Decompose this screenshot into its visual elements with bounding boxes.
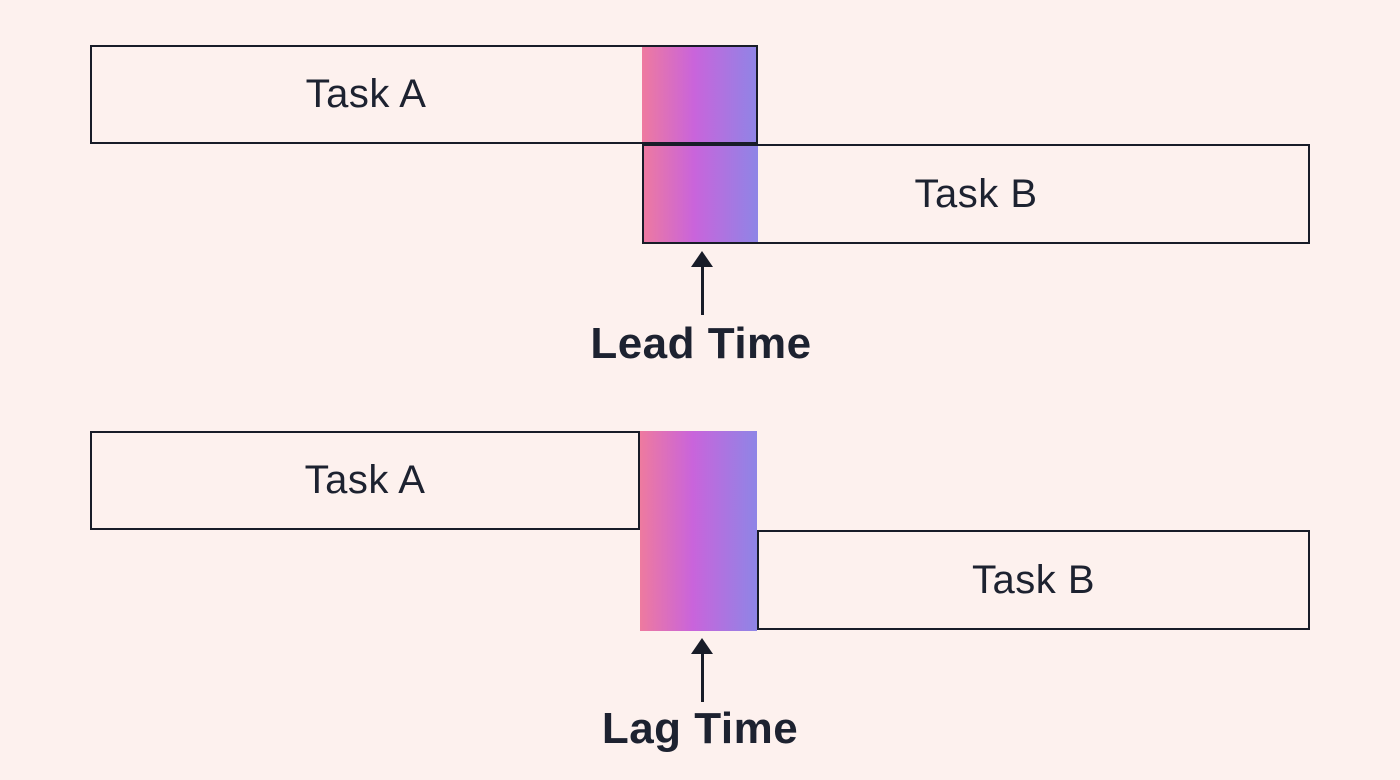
lag-task-b-bar: Task B — [757, 530, 1310, 630]
lag-task-a-bar: Task A — [90, 431, 640, 530]
lag-gap-highlight — [640, 431, 757, 631]
lead-arrow-head-icon — [691, 251, 713, 267]
lead-arrow-shaft — [700, 267, 704, 315]
lead-task-b-bar: Task B — [642, 144, 1310, 244]
lead-time-caption: Lead Time — [590, 319, 812, 368]
lag-arrow-head-icon — [691, 638, 713, 654]
lead-task-a-bar: Task A — [90, 45, 758, 144]
lag-time-caption: Lag Time — [601, 704, 799, 753]
lead-up-arrow-icon — [690, 251, 714, 315]
lead-task-a-label: Task A — [305, 72, 427, 116]
lead-task-b-label: Task B — [914, 171, 1038, 216]
lag-arrow-shaft — [700, 654, 704, 702]
lag-task-a-label: Task A — [304, 458, 426, 502]
lag-task-b-label: Task B — [971, 557, 1096, 602]
lag-up-arrow-icon — [690, 638, 714, 702]
